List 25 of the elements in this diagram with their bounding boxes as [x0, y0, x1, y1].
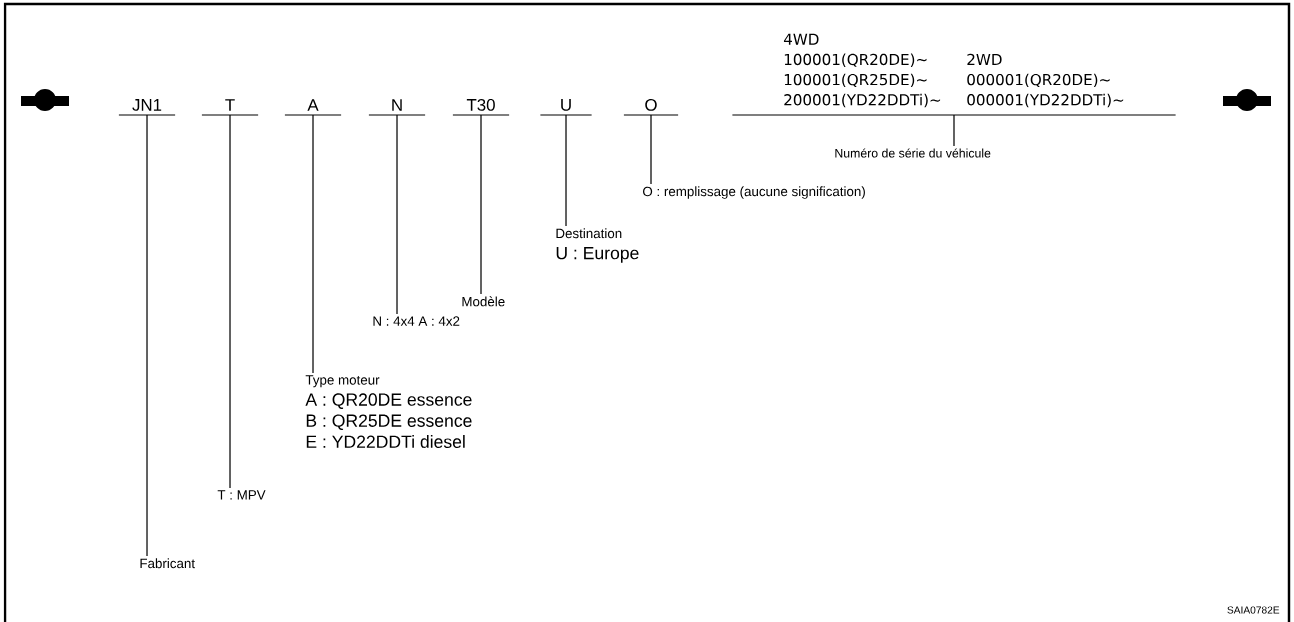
code-label: T	[201, 99, 259, 116]
leader-line	[565, 114, 567, 227]
description-text: Fabricant	[140, 558, 195, 569]
leader-line	[146, 114, 148, 557]
figure-code: SAIA0782E	[1227, 606, 1280, 614]
code-label: O	[623, 98, 679, 116]
description-text: T : MPV	[217, 490, 266, 500]
description-text: Numéro de série du véhicule	[835, 148, 991, 158]
code-label: A	[284, 99, 342, 116]
description-text: Type moteur A : QR20DE essence B : QR25DE essence E : YD22DDTi diesel	[305, 375, 472, 448]
leader-line	[953, 114, 955, 147]
code-label: 4WD 100001(QR20DE)∼ 2WD 100001(QR25DE)∼ 000001(QR20DE)∼ 200001(YD22DDTi)∼ 000001(YD22DDTi)∼	[731, 33, 1177, 116]
description-text: O : remplissage (aucune signification)	[643, 186, 865, 199]
leader-line	[480, 114, 482, 295]
code-label: JN1	[118, 99, 176, 116]
code-label: U	[539, 99, 593, 116]
leader-line	[312, 114, 314, 374]
leader-line	[396, 114, 398, 315]
leader-line	[650, 114, 652, 185]
description-text: Modèle	[462, 296, 505, 307]
description-text: N : 4x4 A : 4x2	[373, 316, 460, 326]
code-label: T30	[452, 98, 510, 116]
description-text: Destination U : Europe	[556, 228, 639, 263]
code-label: N	[368, 99, 426, 116]
leader-line	[229, 114, 231, 489]
